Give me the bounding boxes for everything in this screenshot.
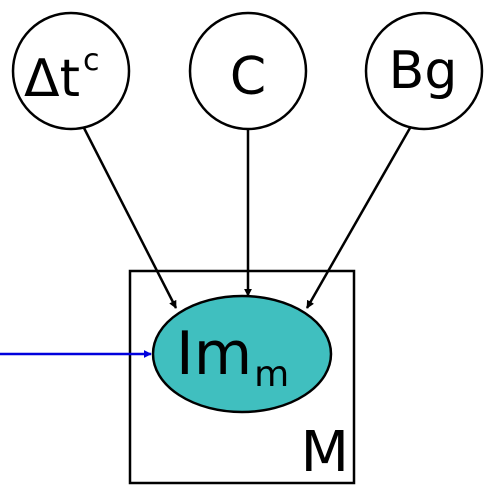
node-c: C — [188, 11, 308, 131]
node-bg-circle — [364, 11, 484, 131]
edge-delta-t-to-im — [82, 127, 178, 309]
node-im: Imm — [151, 294, 333, 414]
node-im-subscript: m — [254, 354, 289, 395]
node-bg: Bg — [364, 11, 484, 131]
node-delta-t-superscript: c — [83, 43, 100, 78]
edge-bg-to-im — [305, 127, 412, 309]
node-delta-t-circle — [11, 11, 131, 131]
node-c-label: C — [230, 47, 266, 107]
node-im-text: Im — [176, 319, 252, 389]
plate-label: M — [301, 420, 349, 485]
plate-box — [128, 269, 356, 485]
node-im-ellipse — [151, 294, 333, 414]
node-c-circle — [188, 11, 308, 131]
node-bg-label: Bg — [389, 41, 458, 101]
node-im-label: Imm — [176, 319, 289, 395]
node-delta-t-text: Δt — [24, 49, 80, 109]
